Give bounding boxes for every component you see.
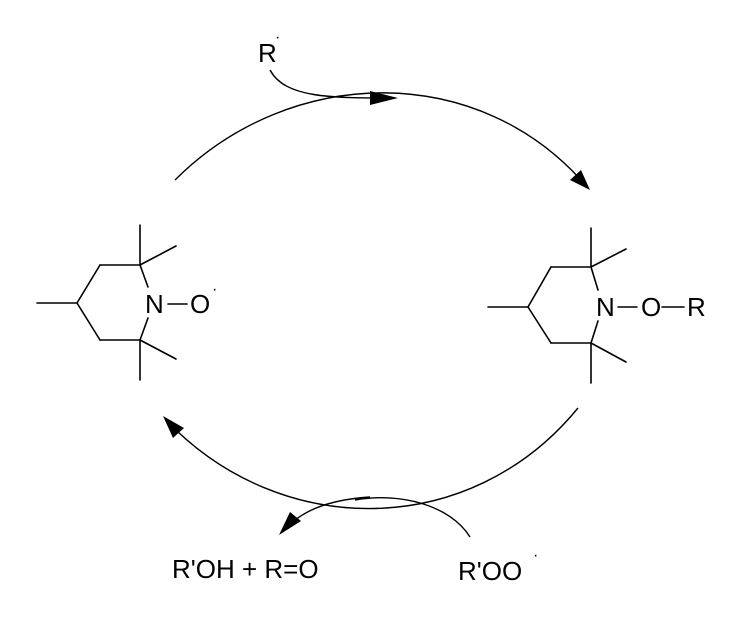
ring-bond [527, 266, 552, 308]
radical-dot: · [275, 29, 280, 46]
oxygen-label: O [190, 289, 210, 319]
ring-bond [590, 266, 599, 291]
arrowhead [370, 91, 398, 105]
radical-dot: · [533, 547, 538, 564]
r-group-label: R [687, 292, 706, 322]
cycle-arc-top [174, 92, 589, 189]
product-exit-curve [281, 496, 371, 533]
oxygen-label: O [641, 292, 661, 322]
alkoxyamine-structure: N O R [487, 227, 706, 384]
radical-dot: · [212, 281, 217, 298]
arrowhead [279, 512, 301, 535]
ring-bond [76, 302, 101, 341]
methyl-bond [139, 245, 177, 266]
methyl-bond [590, 342, 627, 363]
cycle-arc-bottom [165, 407, 579, 510]
nitrogen-label: N [596, 292, 615, 322]
ring-bond [139, 317, 149, 341]
peroxy-radical-label: R'OO [458, 556, 522, 586]
arrowhead [163, 416, 184, 438]
arrowhead [570, 170, 590, 190]
methyl-bond [590, 248, 627, 268]
ring-bond [139, 264, 149, 288]
peroxy-entry-curve [354, 497, 471, 538]
ring-bond [76, 264, 101, 304]
products-label: R'OH + R=O [172, 554, 319, 584]
ring-bond [527, 306, 552, 344]
methyl-bond [139, 339, 177, 360]
nitrogen-label: N [145, 289, 164, 319]
bottom-reaction-arc: R'OH + R=O R'OO · [163, 407, 579, 586]
top-reaction-arc: R · [174, 29, 590, 190]
tempo-radical-structure: N O · [36, 224, 217, 381]
radical-r-label: R [258, 38, 277, 68]
ring-bond [590, 320, 599, 344]
